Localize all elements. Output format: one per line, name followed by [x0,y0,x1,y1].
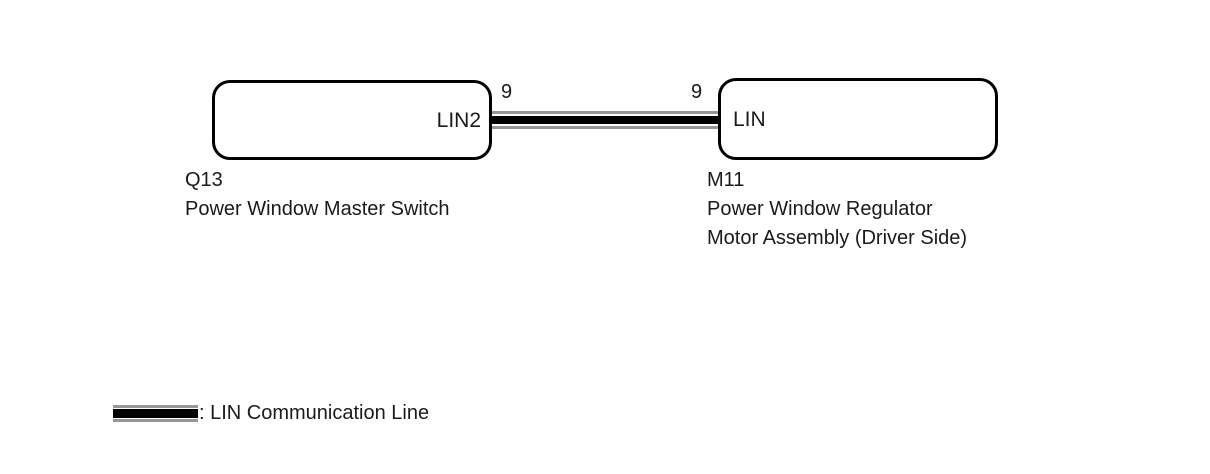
component-box-power-window-master-switch: LIN2 [212,80,492,160]
legend: : LIN Communication Line [113,403,429,423]
component-box-power-window-regulator-motor: LIN [718,78,998,160]
component-name-line: Power Window Regulator [707,198,933,220]
legend-label: : LIN Communication Line [199,402,430,424]
component-code: M11 [707,169,745,191]
component-caption-q13: Q13 Power Window Master Switch [185,166,450,224]
legend-band-gray-top [113,404,198,408]
port-label-lin: LIN [733,107,766,131]
lin-communication-wire [490,111,720,129]
wire-band-white-bottom [490,124,720,126]
component-caption-m11: M11 Power Window Regulator Motor Assembl… [707,166,967,253]
wire-band-gray-top [490,111,720,114]
component-code: Q13 [185,169,223,191]
component-name-line: Power Window Master Switch [185,198,450,220]
wire-band-white-top [490,114,720,116]
legend-band-black [113,408,198,418]
port-label-lin2: LIN2 [436,108,481,132]
legend-band-white-top [113,407,198,409]
pin-number-left: 9 [501,81,513,103]
lin-line-legend-sample [113,404,198,422]
wire-band-gray-bottom [490,126,720,129]
component-name-line: Motor Assembly (Driver Side) [707,227,968,249]
legend-band-white-bottom [113,417,198,419]
pin-number-right: 9 [691,81,703,103]
legend-band-gray-bottom [113,418,198,422]
wire-band-black [490,116,720,124]
